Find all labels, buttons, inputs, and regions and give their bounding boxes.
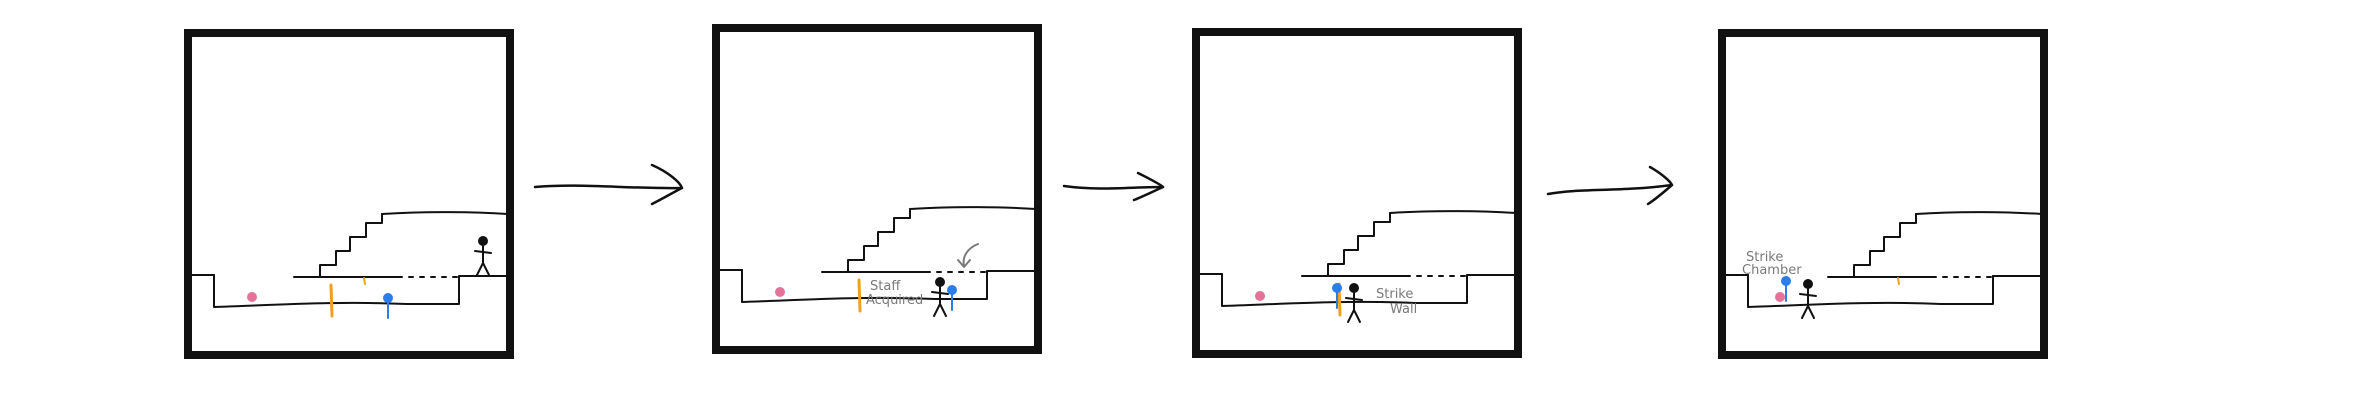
panel-2-note-line-2: Acquired — [866, 293, 923, 308]
hand-drawn-arrow-icon — [1062, 171, 1165, 202]
orange-staff-icon — [329, 283, 334, 318]
small-staff-mark — [363, 277, 366, 285]
orange-staff-icon — [857, 278, 862, 313]
pink-orb-icon — [1775, 292, 1785, 302]
panel-4-frame — [1718, 29, 2048, 359]
panel-2-frame — [712, 24, 1042, 354]
panel-1-frame — [184, 29, 514, 359]
small-staff-mark — [1897, 277, 1900, 285]
panel-4-note-line-1: Strike — [1746, 250, 1783, 265]
panel-3-note-line-2: Wall — [1390, 302, 1417, 317]
panel-4-note-line-2: Chamber — [1742, 263, 1802, 278]
pink-orb-icon — [247, 292, 257, 302]
panel-3: Strike Wall — [1192, 28, 1522, 358]
pink-orb-icon — [1255, 291, 1265, 301]
panel-3-note-line-1: Strike — [1376, 287, 1413, 302]
panel-1 — [184, 29, 514, 359]
pink-orb-icon — [775, 287, 785, 297]
curved-arrow-icon — [957, 243, 979, 268]
panel-4: Strike Chamber — [1718, 29, 2048, 359]
hand-drawn-arrow-icon — [533, 163, 684, 206]
hand-drawn-arrow-icon — [1546, 165, 1674, 206]
panel-2-note-line-1: Staff — [870, 279, 901, 294]
panel-2: Staff Acquired — [712, 24, 1042, 354]
